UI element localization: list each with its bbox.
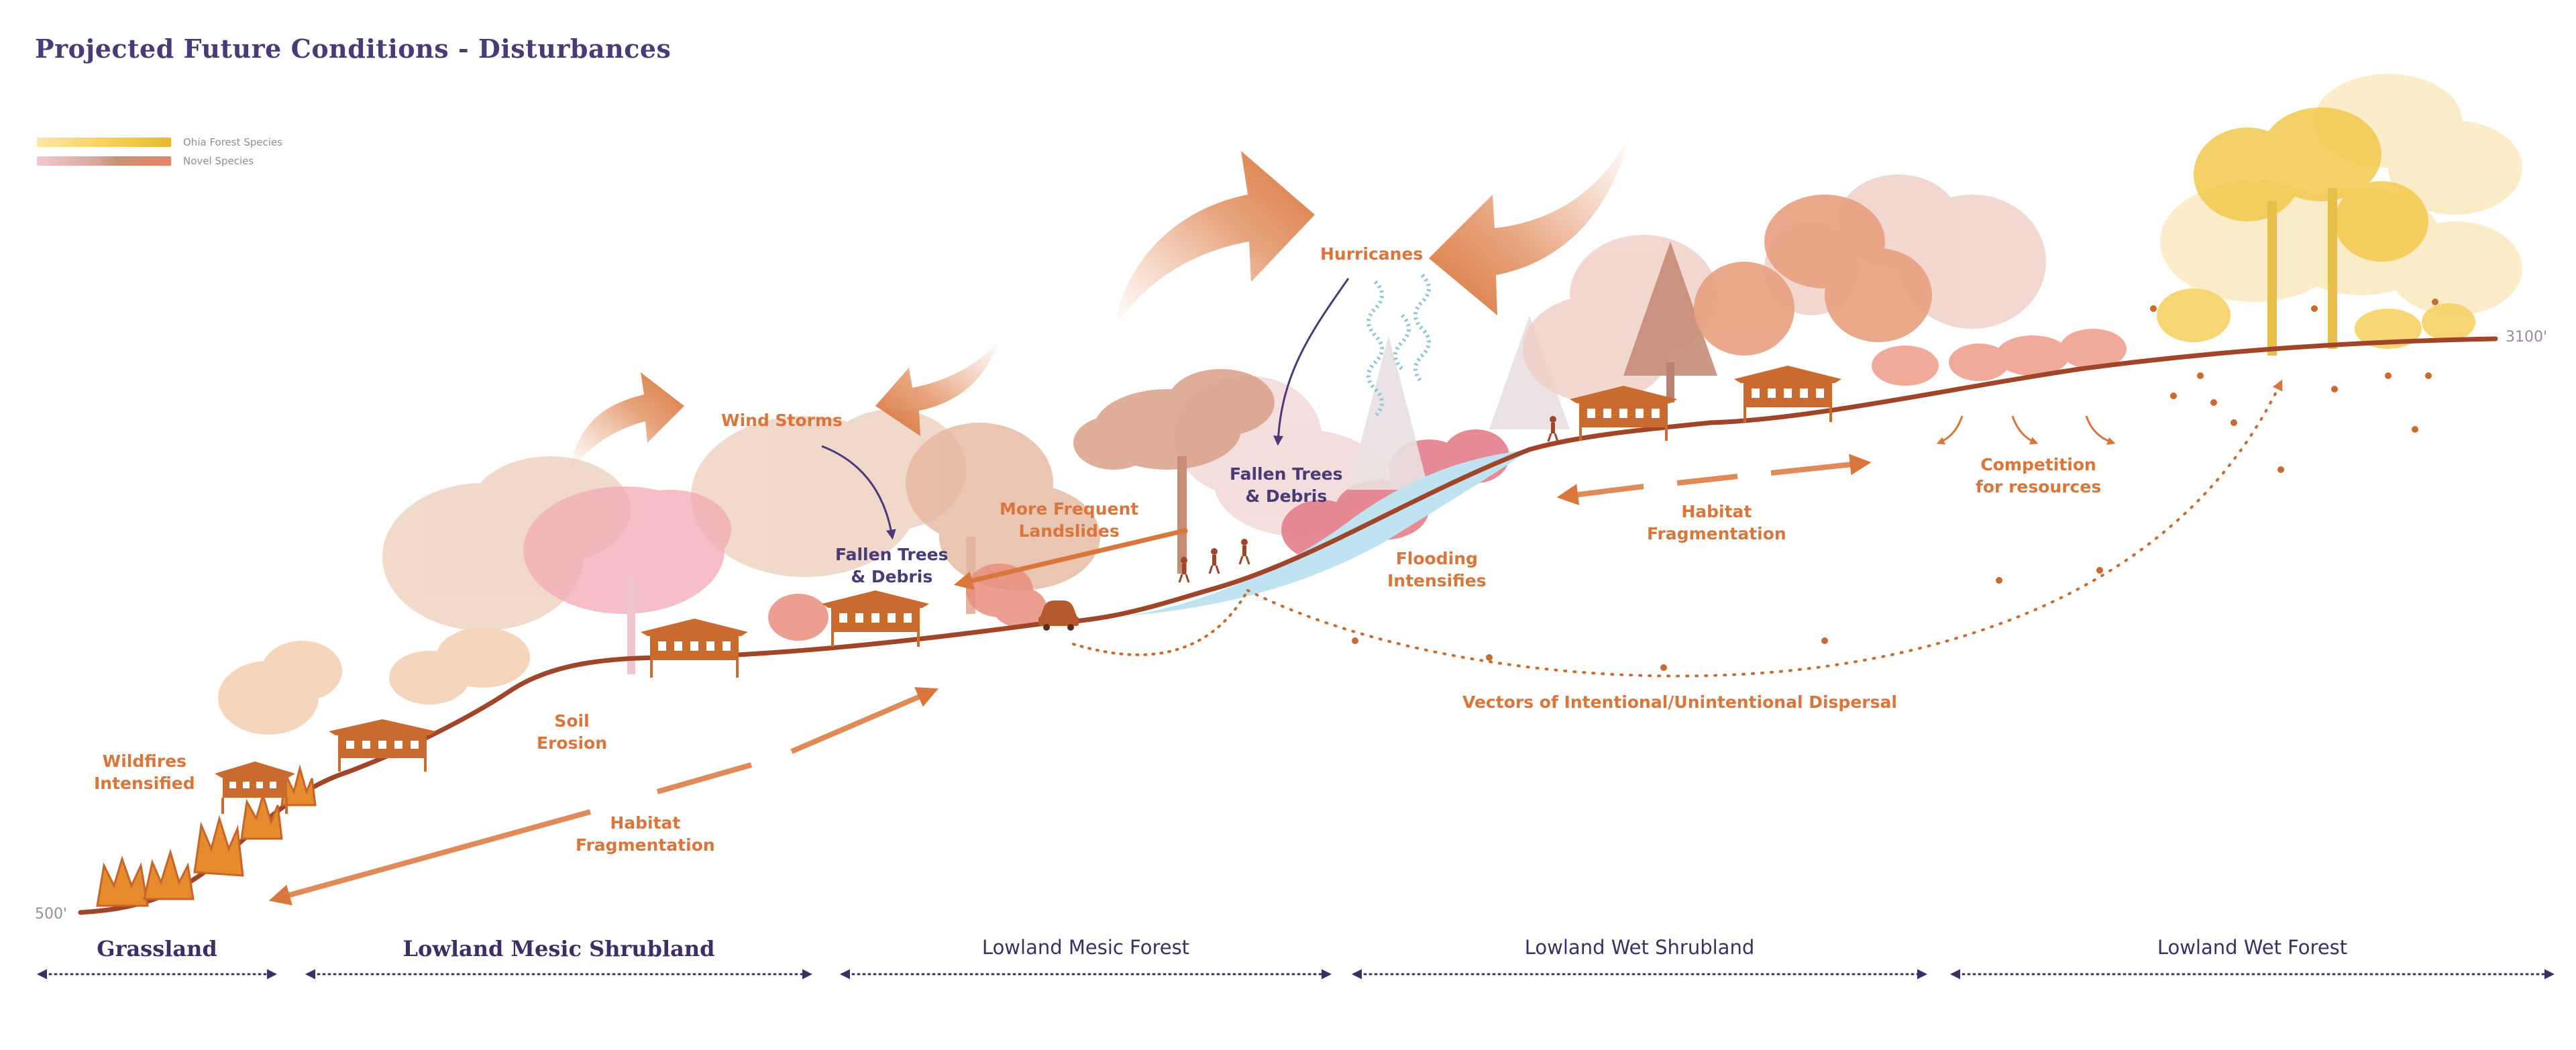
label-fallen-trees-right: Fallen Trees & Debris <box>1230 464 1343 506</box>
tree-canopy <box>218 74 2522 735</box>
wildfire-icon <box>96 764 317 907</box>
hiker-icon <box>1178 416 1559 583</box>
label-wildfires: Wildfires Intensified <box>94 751 195 793</box>
legend-label-novel: Novel Species <box>183 155 254 167</box>
zone-lowland-mesic-shrubland: Lowland Mesic Shrubland <box>402 936 715 961</box>
zone-lowland-wet-shrubland: Lowland Wet Shrubland <box>1524 936 1755 959</box>
label-wind-storms: Wind Storms <box>721 411 843 430</box>
elevation-high: 3100' <box>2506 329 2548 346</box>
label-habitat-fragmentation-right: Habitat Fragmentation <box>1647 502 1786 543</box>
habitat-fragmentation-arrow-left <box>268 687 938 906</box>
wind-wave-icon <box>1366 273 1431 418</box>
zone-lowland-mesic-forest: Lowland Mesic Forest <box>981 936 1190 959</box>
label-soil-erosion: Soil Erosion <box>537 711 608 753</box>
ground-line <box>78 336 2498 915</box>
legend-swatch-novel <box>37 156 171 166</box>
wind-storms-pointer <box>821 445 896 540</box>
house-icon <box>215 366 1841 814</box>
legend-item-ohia: Ohia Forest Species <box>37 136 282 148</box>
curved-arrow-icon <box>570 134 1630 470</box>
habitat-fragmentation-arrow-right <box>1556 454 1872 506</box>
competition-arrows <box>1936 415 2116 445</box>
landslides-arrow <box>953 527 1188 590</box>
diagram-title: Projected Future Conditions - Disturbanc… <box>35 34 672 64</box>
label-flooding-intensifies: Flooding Intensifies <box>1387 549 1487 590</box>
zone-lowland-wet-forest: Lowland Wet Forest <box>2157 936 2348 959</box>
label-competition: Competition for resources <box>1976 455 2102 496</box>
dispersal-dot-icon <box>1072 299 2438 678</box>
label-hurricanes: Hurricanes <box>1320 244 1424 264</box>
car-icon <box>1038 600 1079 631</box>
flood-water <box>1127 450 1529 616</box>
label-vectors-dispersal: Vectors of Intentional/Unintentional Dis… <box>1462 692 1897 712</box>
label-more-frequent-landslides: More Frequent Landslides <box>1000 499 1139 541</box>
elevation-low: 500' <box>35 906 68 923</box>
label-habitat-fragmentation-left: Habitat Fragmentation <box>576 813 715 855</box>
legend-item-novel: Novel Species <box>37 155 254 167</box>
legend-swatch-ohia <box>37 138 171 147</box>
label-fallen-trees-left: Fallen Trees & Debris <box>835 545 949 586</box>
hurricanes-pointer <box>1273 278 1350 446</box>
zone-grassland: Grassland <box>97 936 217 961</box>
legend-label-ohia: Ohia Forest Species <box>183 136 282 148</box>
